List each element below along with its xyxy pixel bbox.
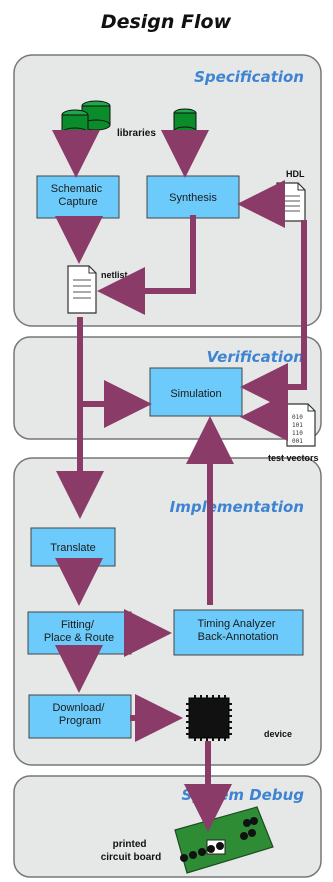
synthesis-to-netlist-arrow bbox=[97, 215, 196, 315]
simulation-label: Simulation bbox=[170, 388, 221, 400]
timing-analyzer-box: Timing Analyzer Back-Annotation bbox=[173, 609, 304, 656]
fitting-line2: Place & Route bbox=[44, 632, 114, 644]
test-vectors-icon: 010 101 110 001 bbox=[286, 403, 316, 447]
device-label: device bbox=[264, 729, 292, 739]
svg-text:printed circuit board: printed circuit board bbox=[101, 839, 162, 863]
implementation-title: Implementation bbox=[170, 498, 304, 516]
svg-text:010: 010 bbox=[292, 414, 303, 421]
download-line1: Download/ bbox=[52, 702, 105, 714]
hdl-to-simulation-arrow bbox=[240, 220, 307, 411]
schematic-capture-line1: Schematic bbox=[51, 183, 103, 195]
netlist-label: netlist bbox=[101, 270, 128, 280]
hdl-document-icon bbox=[276, 182, 306, 222]
download-program-box: Download/ Program bbox=[28, 694, 132, 739]
svg-text:Schematic Capture: Schematic Capture bbox=[51, 183, 105, 208]
system-debug-title: System Debug bbox=[182, 786, 305, 804]
svg-text:001: 001 bbox=[292, 438, 303, 445]
synthesis-label: Synthesis bbox=[169, 192, 217, 204]
translate-label: Translate bbox=[50, 542, 95, 554]
svg-text:110: 110 bbox=[292, 430, 303, 437]
timing-line1: Timing Analyzer bbox=[198, 618, 276, 630]
timing-line2: Back-Annotation bbox=[198, 631, 279, 643]
hdl-label: HDL bbox=[286, 169, 305, 179]
translate-box: Translate bbox=[30, 527, 116, 567]
libraries-label: libraries bbox=[117, 128, 156, 139]
device-chip-icon bbox=[186, 695, 232, 741]
fitting-place-route-box: Fitting/ Place & Route bbox=[27, 611, 132, 655]
download-line2: Program bbox=[59, 715, 101, 727]
pcb-label-line2: circuit board bbox=[101, 852, 162, 863]
svg-text:Timing Analyzer Back-Ann: Timing Analyzer Back-Annotation bbox=[198, 618, 279, 643]
svg-text:Download/ Program: Download/ Program bbox=[52, 702, 107, 727]
simulation-box: Simulation bbox=[149, 367, 243, 417]
diagram-title: Design Flow bbox=[101, 11, 232, 33]
synthesis-box: Synthesis bbox=[146, 175, 240, 219]
svg-text:101: 101 bbox=[292, 422, 303, 429]
pcb-label-line1: printed bbox=[113, 839, 147, 850]
schematic-capture-line2: Capture bbox=[58, 196, 97, 208]
specification-title: Specification bbox=[194, 68, 304, 86]
fitting-line1: Fitting/ bbox=[61, 619, 95, 631]
netlist-document-icon bbox=[67, 265, 97, 314]
svg-text:Fitting/ Place & Route: Fitting/ Place & Route bbox=[44, 619, 114, 644]
schematic-capture-box: Schematic Capture bbox=[36, 175, 120, 219]
test-vectors-label: test vectors bbox=[268, 453, 319, 463]
verification-title: Verification bbox=[207, 348, 304, 366]
